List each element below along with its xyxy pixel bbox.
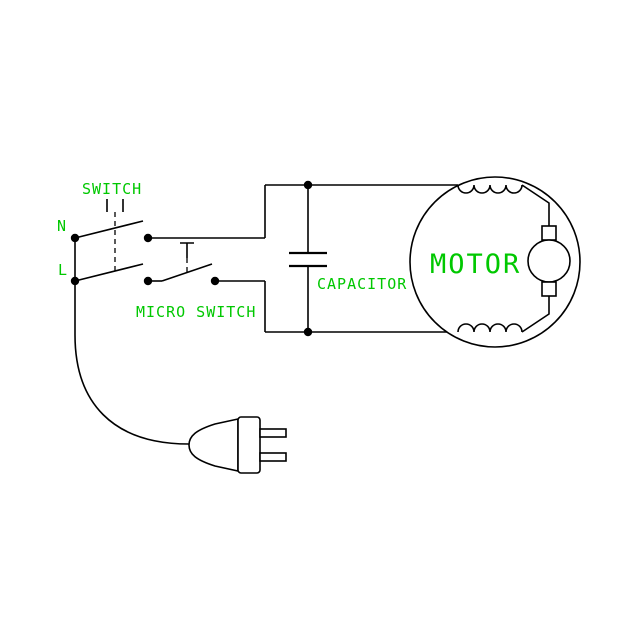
motor-label: MOTOR [430, 249, 521, 280]
labels: SWITCH N L MICRO SWITCH CAPACITOR MOTOR [57, 180, 521, 321]
terminal-n-label: N [57, 217, 67, 235]
main-switch-symbol [74, 199, 144, 282]
switch-blade-n [74, 220, 144, 239]
motor-brush-top [541, 225, 557, 241]
micro-switch-symbol [161, 242, 213, 282]
capacitor-label: CAPACITOR [317, 275, 407, 293]
motor-body-circle [409, 176, 581, 348]
junction-dots [70, 180, 313, 337]
plug-prong-top [259, 428, 287, 438]
motor-connector-top [521, 184, 550, 226]
motor-winding-bottom [457, 323, 523, 333]
motor-brush-bottom [541, 281, 557, 297]
junction-dot-n-left [70, 233, 80, 243]
micro-switch-actuator [180, 242, 194, 258]
micro-switch-blade [161, 263, 213, 282]
switch-label: SWITCH [82, 180, 142, 198]
motor-rotor-circle [527, 239, 571, 283]
wires [74, 184, 458, 445]
micro-switch-label: MICRO SWITCH [136, 303, 256, 321]
power-cord [74, 334, 190, 445]
plug-face [237, 416, 261, 474]
junction-dot-capacitor-bottom [303, 327, 313, 337]
power-plug [188, 416, 287, 474]
motor-connector-bottom [521, 296, 550, 333]
junction-dot-l-mid [143, 276, 153, 286]
switch-blade-l [74, 263, 144, 282]
capacitor-symbol [289, 185, 327, 332]
junction-dot-micro-right [210, 276, 220, 286]
junction-dot-n-right [143, 233, 153, 243]
plug-body [188, 418, 239, 472]
motor-winding-top [457, 184, 523, 194]
junction-dot-l-left [70, 276, 80, 286]
terminal-l-label: L [58, 261, 68, 279]
junction-dot-capacitor-top [303, 180, 313, 190]
motor-symbol [409, 176, 581, 348]
plug-prong-bottom [259, 452, 287, 462]
